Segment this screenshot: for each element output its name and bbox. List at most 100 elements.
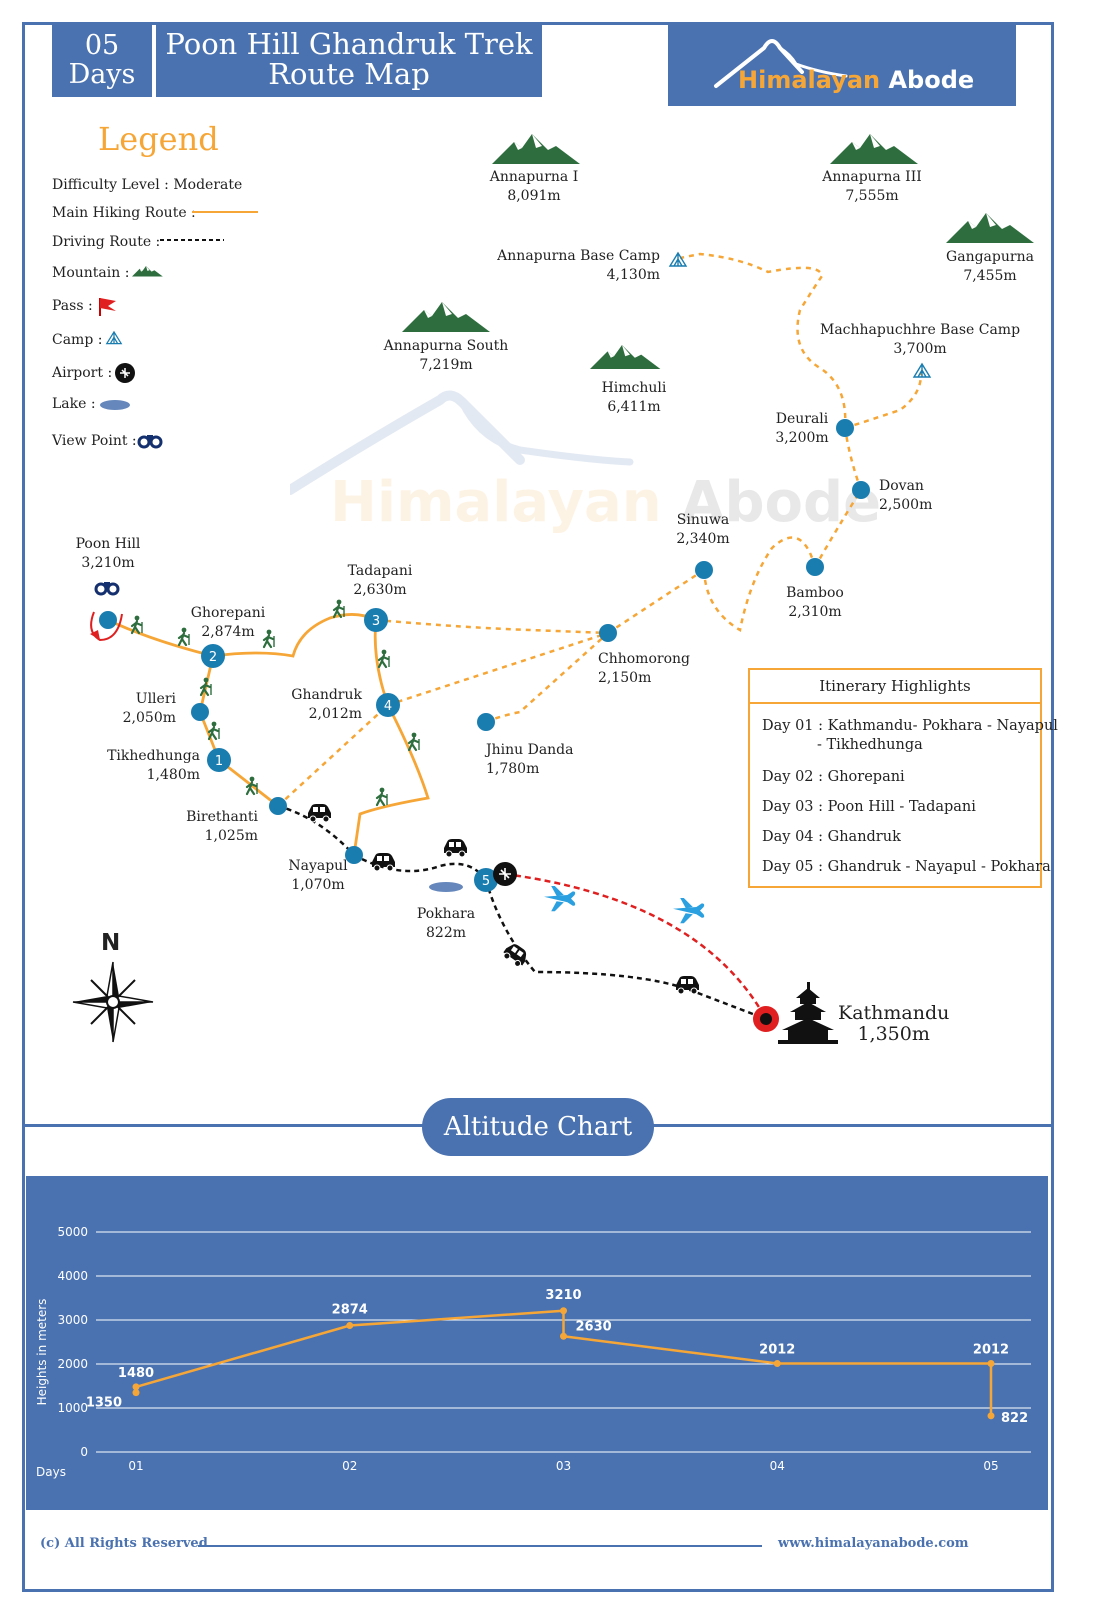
label-ulleri: Ulleri 2,050m xyxy=(110,690,176,728)
mountain-name: Gangapurna xyxy=(946,249,1034,265)
brand-name: Himalayan Abode xyxy=(738,66,974,94)
title-line-1: Poon Hill Ghandruk Trek xyxy=(165,27,533,61)
legend-difficulty-label: Difficulty Level : xyxy=(52,177,169,193)
brand-part-2: Abode xyxy=(888,66,975,94)
view-point-icon xyxy=(94,580,120,596)
map-graphics: 1 2 3 4 5 xyxy=(72,134,1034,1044)
legend-lake-icon xyxy=(100,400,130,410)
legend-difficulty-value: Moderate xyxy=(173,177,243,193)
x-axis-label: Days xyxy=(36,1465,66,1479)
kathmandu-marker-core xyxy=(760,1013,772,1025)
mountain-icon xyxy=(590,345,661,369)
place-name: Kathmandu xyxy=(838,1002,950,1024)
car-icon xyxy=(675,975,700,995)
place-altitude: 822m xyxy=(426,925,466,941)
place-name: Dovan xyxy=(879,478,924,494)
place-name: Poon Hill xyxy=(75,536,141,552)
y-tick-label: 0 xyxy=(80,1445,88,1459)
lake-icon xyxy=(429,882,463,892)
legend-camp-icon xyxy=(106,331,122,345)
hiker-icon xyxy=(375,786,389,807)
place-altitude: 2,012m xyxy=(308,706,362,722)
altitude-data-label: 822 xyxy=(1001,1411,1028,1426)
driving-routes xyxy=(277,804,767,1021)
days-word: Days xyxy=(68,59,136,90)
itinerary-day-4: Day 04 : Ghandruk xyxy=(762,829,901,845)
legend-difficulty: Difficulty Level : Moderate xyxy=(52,177,242,193)
altitude-point xyxy=(773,1359,781,1367)
x-tick-label: 01 xyxy=(128,1459,143,1473)
plane-icon xyxy=(673,898,705,924)
altitude-point xyxy=(132,1389,140,1397)
place-altitude: 1,350m xyxy=(857,1023,930,1045)
place-name: Ghorepani xyxy=(190,605,266,621)
main-hiking-route xyxy=(107,613,430,856)
legend-mountain-icon xyxy=(132,266,163,277)
legend-driving-route: Driving Route : xyxy=(52,234,161,250)
place-altitude: 2,630m xyxy=(353,582,407,598)
x-tick-label: 02 xyxy=(342,1459,357,1473)
y-tick-label: 4000 xyxy=(57,1269,88,1283)
y-tick-label: 2000 xyxy=(57,1357,88,1371)
place-altitude: 2,150m xyxy=(598,670,652,686)
days-badge: 05 Days xyxy=(52,24,152,97)
x-tick-label: 05 xyxy=(983,1459,998,1473)
place-altitude: 3,210m xyxy=(81,555,135,571)
car-icon xyxy=(307,803,332,823)
altitude-data-label: 1350 xyxy=(86,1396,122,1411)
mountain-icon xyxy=(402,302,490,332)
airport-icon xyxy=(493,862,517,886)
altitude-data-label: 2012 xyxy=(973,1342,1009,1357)
hiker-icon xyxy=(130,614,144,635)
view-loop-arrowhead xyxy=(90,630,100,640)
days-number: 05 xyxy=(84,30,120,61)
altitude-data-label: 1480 xyxy=(118,1366,154,1381)
place-name: Machhapuchhre Base Camp xyxy=(820,322,1021,338)
place-name: Sinuwa xyxy=(676,512,730,528)
route-nodes xyxy=(99,419,870,864)
watermark-part-2: Abode xyxy=(681,470,882,535)
label-ghorepani: Ghorepani 2,874m xyxy=(186,604,270,642)
place-altitude: 2,874m xyxy=(201,624,255,640)
y-tick-label: 5000 xyxy=(57,1225,88,1239)
brand-part-1: Himalayan xyxy=(738,66,881,94)
itinerary-day-1-line-2: - Tikhedhunga xyxy=(817,737,923,753)
place-name: Deurali xyxy=(775,411,829,427)
altitude-point xyxy=(560,1307,567,1315)
place-altitude: 2,310m xyxy=(788,604,842,620)
mountain-name: Annapurna South xyxy=(383,338,509,354)
place-altitude: 4,130m xyxy=(606,267,660,283)
legend-pass: Pass : xyxy=(52,298,93,314)
legend-title: Legend xyxy=(98,120,219,158)
stop-number: 4 xyxy=(384,699,392,714)
stop-number: 3 xyxy=(372,614,380,629)
car-icon xyxy=(443,838,468,858)
hiker-icon xyxy=(245,775,259,796)
place-altitude: 1,025m xyxy=(204,828,258,844)
altitude-point xyxy=(987,1412,995,1420)
altitude-data-label: 3210 xyxy=(545,1288,581,1303)
mountain-name: Annapurna III xyxy=(822,169,922,185)
itinerary-day-2: Day 02 : Ghorepani xyxy=(762,769,905,785)
itinerary-day-3: Day 03 : Poon Hill - Tadapani xyxy=(762,799,976,815)
place-altitude: 2,050m xyxy=(122,710,176,726)
brand-logo: Himalayan Abode xyxy=(668,24,1016,106)
footer-website[interactable]: www.himalayanabode.com xyxy=(778,1536,969,1551)
stop-number: 2 xyxy=(209,650,217,665)
mountain-altitude: 6,411m xyxy=(607,399,661,415)
mountain-altitude: 7,219m xyxy=(419,357,473,373)
place-name: Ulleri xyxy=(135,691,176,707)
altitude-point xyxy=(987,1359,995,1367)
